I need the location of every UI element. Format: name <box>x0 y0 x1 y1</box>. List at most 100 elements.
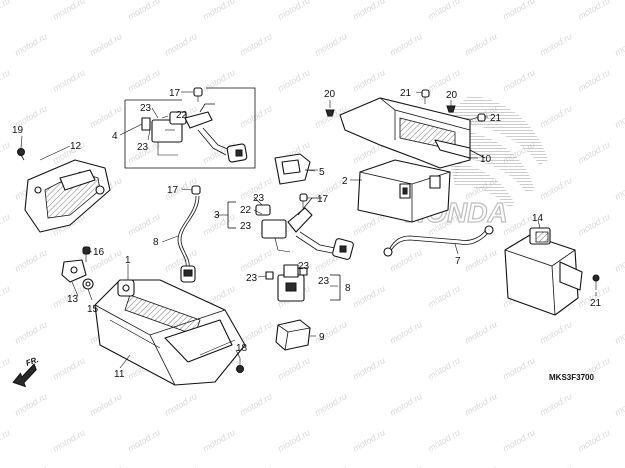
watermark-text: motod.ru <box>0 211 12 237</box>
watermark-text: motod.ru <box>126 427 162 453</box>
watermark-text: motod.ru <box>613 31 625 57</box>
callout-14: 14 <box>532 213 544 224</box>
callout-18: 18 <box>236 343 248 354</box>
watermark-text: motod.ru <box>276 0 312 22</box>
part-9-relay-cover <box>275 319 311 351</box>
part-20-clips <box>325 105 456 117</box>
part-4-frame <box>124 87 256 169</box>
watermark-text: motod.ru <box>576 211 612 237</box>
watermark-text: motod.ru <box>388 319 424 345</box>
callout-17: 17 <box>317 194 329 205</box>
callout-21: 21 <box>490 113 502 124</box>
watermark-text: motod.ru <box>0 355 12 381</box>
callout-22: 22 <box>176 110 188 121</box>
watermark-text: motod.ru <box>238 391 274 417</box>
front-direction-label: FR. <box>25 355 40 368</box>
watermark-text: motod.ru <box>238 103 274 129</box>
watermark-text: motod.ru <box>51 67 87 93</box>
watermark-text: motod.ru <box>426 0 462 22</box>
watermark-text: motod.ru <box>276 67 312 93</box>
watermark-text: motod.ru <box>463 31 499 57</box>
watermark-text: motod.ru <box>463 391 499 417</box>
callout-13: 13 <box>67 294 79 305</box>
part-15-washer <box>82 278 94 290</box>
watermark-text: motod.ru <box>388 463 424 468</box>
watermark-text: motod.ru <box>538 463 574 468</box>
watermark-text: motod.ru <box>576 139 612 165</box>
watermark-text: motod.ru <box>613 175 625 201</box>
part-21-bolts <box>421 89 600 290</box>
watermark-text: motod.ru <box>51 427 87 453</box>
watermark-text: motod.ru <box>51 0 87 22</box>
callout-23: 23 <box>318 276 330 287</box>
watermark-text: motod.ru <box>351 283 387 309</box>
callout-4: 4 <box>112 131 118 142</box>
watermark-text: motod.ru <box>538 175 574 201</box>
watermark-text: motod.ru <box>613 319 625 345</box>
watermark-text: motod.ru <box>238 463 274 468</box>
watermark-text: motod.ru <box>88 103 124 129</box>
part-8-cable <box>177 185 201 283</box>
watermark-text: motod.ru <box>388 247 424 273</box>
watermark-text: motod.ru <box>238 31 274 57</box>
watermark-text: motod.ru <box>13 31 49 57</box>
watermark-text: motod.ru <box>0 67 12 93</box>
watermark-text: motod.ru <box>88 391 124 417</box>
watermark-text: motod.ru <box>426 283 462 309</box>
watermark-text: motod.ru <box>613 463 625 468</box>
callout-9: 9 <box>319 332 325 343</box>
watermark-text: motod.ru <box>463 247 499 273</box>
part-7-cable <box>383 225 494 257</box>
part-16-bolt <box>82 246 91 262</box>
part-5-bracket <box>274 153 318 185</box>
watermark-text: motod.ru <box>501 427 537 453</box>
part-12-cover <box>24 159 111 233</box>
watermark-text: motod.ru <box>538 31 574 57</box>
watermark-text: motod.ru <box>351 427 387 453</box>
watermark-text: motod.ru <box>13 319 49 345</box>
watermark-text: motod.ru <box>576 0 612 22</box>
watermark-text: motod.ru <box>313 391 349 417</box>
diagram-code: MKS3F3700 <box>549 373 594 382</box>
callout-1: 1 <box>125 255 131 266</box>
watermark-text: motod.ru <box>126 67 162 93</box>
watermark-text: motod.ru <box>201 0 237 22</box>
watermark-text: motod.ru <box>426 355 462 381</box>
watermark-text: motod.ru <box>0 0 12 22</box>
callout-23: 23 <box>140 103 152 114</box>
watermark-text: motod.ru <box>126 211 162 237</box>
watermark-text: motod.ru <box>351 67 387 93</box>
watermark-text: motod.ru <box>388 391 424 417</box>
watermark-text: motod.ru <box>576 427 612 453</box>
watermark-text: motod.ru <box>276 427 312 453</box>
watermark-text: motod.ru <box>463 319 499 345</box>
watermark-text: motod.ru <box>0 427 12 453</box>
callout-19: 19 <box>12 125 24 136</box>
watermark-text: motod.ru <box>613 103 625 129</box>
watermark-text: motod.ru <box>88 31 124 57</box>
watermark-text: motod.ru <box>538 103 574 129</box>
callout-5: 5 <box>319 167 325 178</box>
watermark-text: motod.ru <box>163 391 199 417</box>
watermark-text: motod.ru <box>163 31 199 57</box>
front-direction-arrow: FR. <box>12 355 40 388</box>
part-2-battery <box>357 159 451 223</box>
callout-23: 23 <box>246 273 258 284</box>
callout-20: 20 <box>324 89 336 100</box>
callout-8: 8 <box>153 237 159 248</box>
watermark-text: motod.ru <box>351 355 387 381</box>
watermark-text: motod.ru <box>313 463 349 468</box>
callout-8: 8 <box>345 283 351 294</box>
callout-23: 23 <box>298 261 310 272</box>
part-17-bolt-middle <box>299 193 308 208</box>
watermark-text: motod.ru <box>13 247 49 273</box>
watermark-text: motod.ru <box>613 391 625 417</box>
part-3-harness <box>227 197 354 260</box>
callout-labels: 19 12 17 23 22 4 23 17 8 23 22 23 3 5 17… <box>12 88 602 380</box>
part-17-bolt-top <box>193 87 203 102</box>
part-4-assembly <box>141 103 248 163</box>
watermark-text: motod.ru <box>426 427 462 453</box>
watermark-text: motod.ru <box>501 67 537 93</box>
callout-15: 15 <box>87 304 99 315</box>
